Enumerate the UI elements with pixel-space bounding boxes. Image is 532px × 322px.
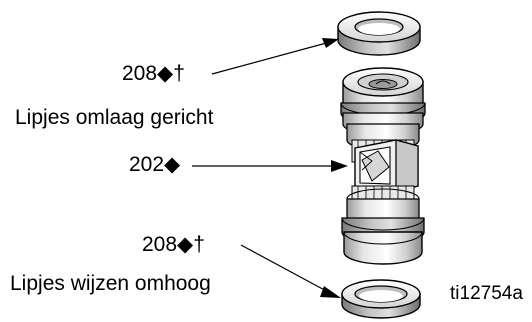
- leader-bottom: [240, 244, 341, 298]
- part-number-valve: 202◆: [129, 153, 181, 176]
- seal-ring-bottom: [341, 279, 421, 319]
- seal-ring-top: [337, 11, 421, 56]
- part-number-bottom-seal: 208◆†: [142, 233, 205, 256]
- valve-window-block: [354, 139, 419, 193]
- check-valve-assembly: [340, 67, 426, 265]
- orientation-note-bottom: Lipjes wijzen omhoog: [10, 272, 211, 295]
- leader-middle: [192, 160, 348, 172]
- figure-id: ti12754a: [450, 283, 523, 304]
- orientation-note-top: Lipjes omlaag gericht: [15, 106, 214, 129]
- leader-top: [211, 38, 339, 75]
- part-number-top-seal: 208◆†: [122, 62, 185, 85]
